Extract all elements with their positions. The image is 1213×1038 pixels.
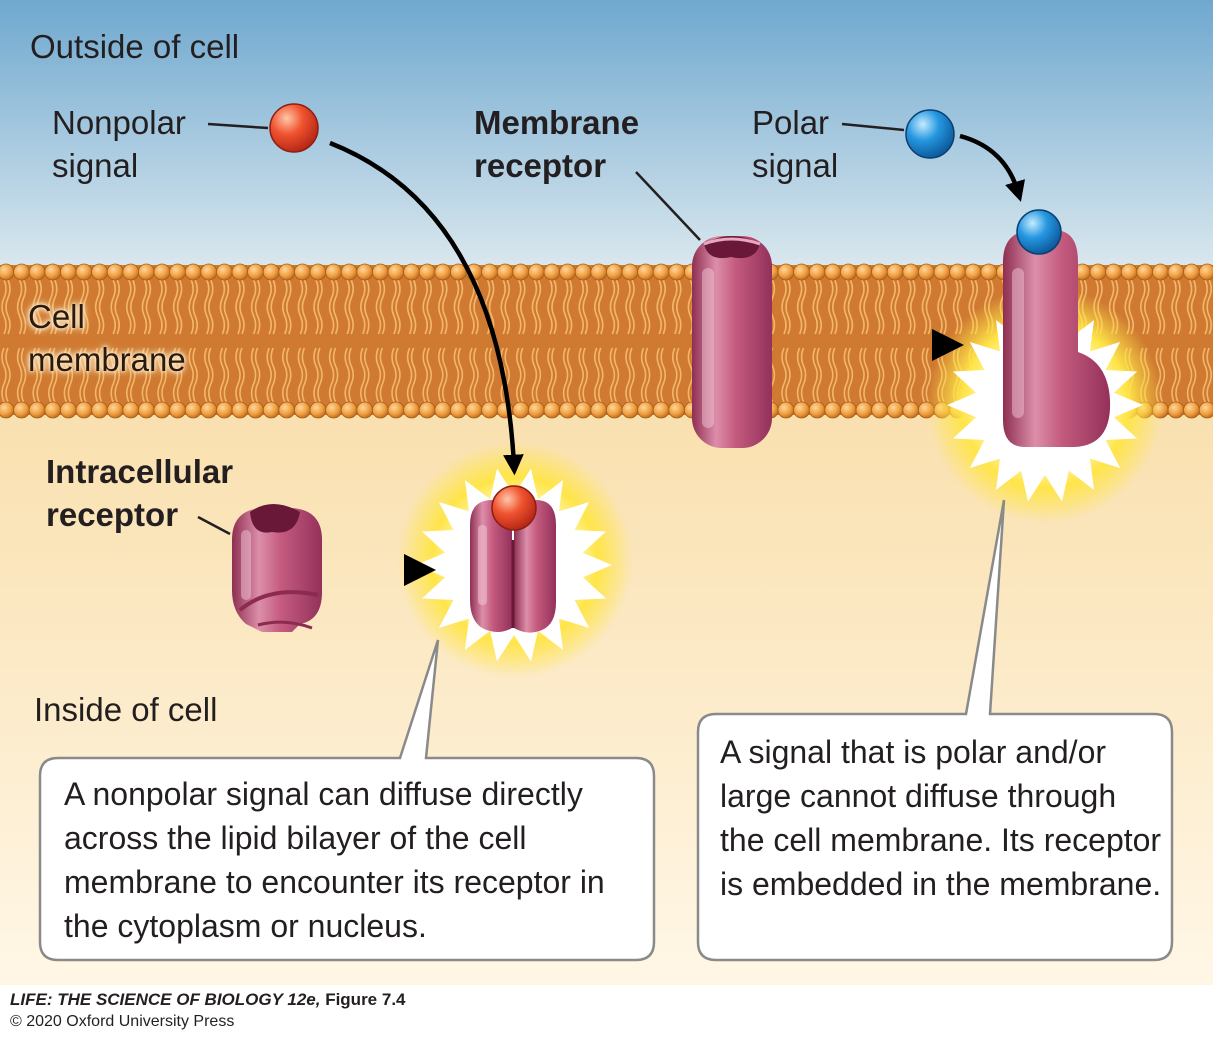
intracellular-receptor-label-line1: Intracellular xyxy=(46,453,234,490)
intracellular-receptor-inactive xyxy=(232,504,322,632)
figure-credit-line: LIFE: THE SCIENCE OF BIOLOGY 12e, Figure… xyxy=(10,990,406,1010)
intracellular-receptor-active xyxy=(470,500,556,633)
polar-signal-bound xyxy=(1016,209,1062,255)
callout-left-bubble xyxy=(38,639,656,962)
membrane-receptor-active xyxy=(1003,230,1111,447)
membrane-receptor-label-line2: receptor xyxy=(474,147,607,184)
polar-signal-molecule xyxy=(905,109,955,159)
cell-membrane-label-line2: membrane xyxy=(28,341,186,378)
nonpolar-signal-label-line1: Nonpolar xyxy=(52,104,186,141)
leader-lines xyxy=(197,122,905,536)
outside-of-cell-label: Outside of cell xyxy=(30,28,240,65)
inside-of-cell-label: Inside of cell xyxy=(34,691,218,728)
nonpolar-signal-label-line2: signal xyxy=(52,147,139,184)
figure-number: Figure 7.4 xyxy=(320,990,406,1009)
nonpolar-signal-molecule xyxy=(269,103,319,153)
polar-signal-label-line2: signal xyxy=(752,147,839,184)
cell-membrane-label-line1: Cell xyxy=(28,298,85,335)
copyright-line: © 2020 Oxford University Press xyxy=(10,1013,235,1030)
callout-left-text: A nonpolar signal can diffuse directly a… xyxy=(64,776,605,944)
nonpolar-diffusion-arrow xyxy=(329,140,524,476)
nonpolar-signal-bound xyxy=(491,485,537,531)
callout-right-text: A signal that is polar and/or large cann… xyxy=(720,734,1162,902)
book-title: LIFE: THE SCIENCE OF BIOLOGY 12e, xyxy=(10,990,321,1009)
callout-right-bubble xyxy=(696,499,1174,962)
membrane-receptor-inactive xyxy=(692,236,772,448)
membrane-receptor-label-line1: Membrane xyxy=(474,104,640,141)
polar-signal-label-line1: Polar xyxy=(752,104,830,141)
polar-binding-arrow xyxy=(959,133,1025,202)
intracellular-receptor-label-line2: receptor xyxy=(46,496,179,533)
